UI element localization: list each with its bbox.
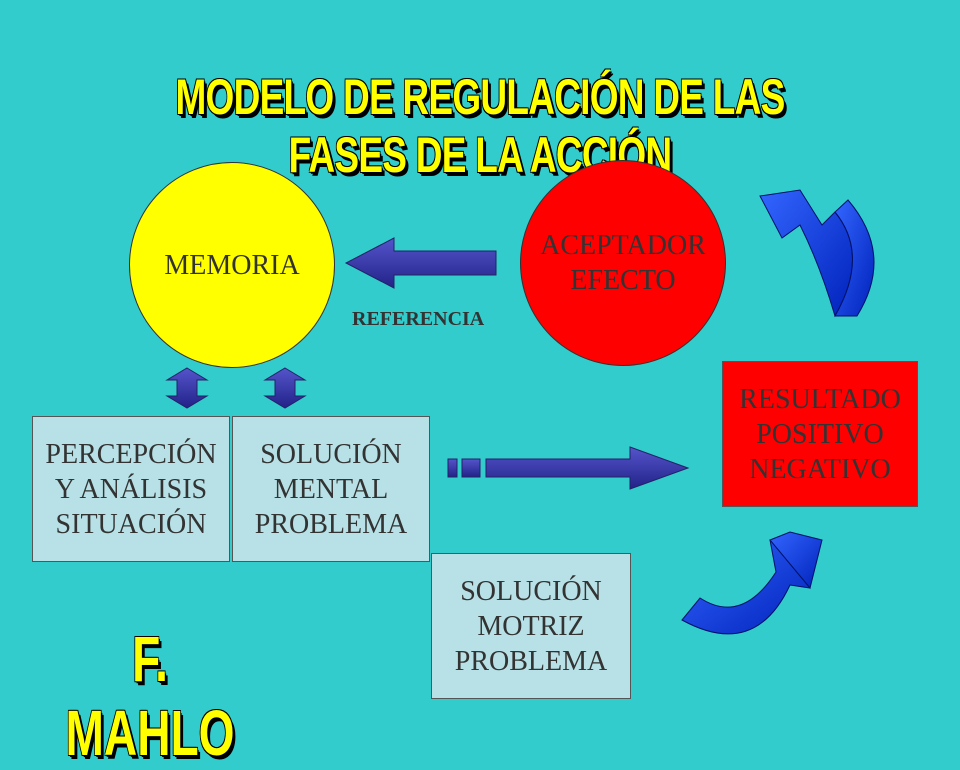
arrow-aceptador-to-memoria <box>344 237 497 289</box>
solucion-motriz-label: SOLUCIÓN MOTRIZ PROBLEMA <box>454 575 608 677</box>
arrow-to-resultado <box>485 446 690 490</box>
arrow-memoria-percepcion <box>165 367 209 409</box>
aceptador-efecto-node: ACEPTADOR EFECTO <box>520 160 726 366</box>
author-label: F. MAHLO <box>65 623 235 769</box>
aceptador-efecto-label: ACEPTADOR EFECTO <box>540 230 706 296</box>
curved-arrow-lower-head <box>769 531 823 590</box>
arrow-dash-1 <box>447 458 458 478</box>
arrow-memoria-mental <box>263 367 307 409</box>
solucion-motriz-node: SOLUCIÓN MOTRIZ PROBLEMA <box>431 553 631 699</box>
memoria-label: MEMORIA <box>164 249 300 281</box>
memoria-node: MEMORIA <box>129 162 335 368</box>
percepcion-label: PERCEPCIÓN Y ANÁLISIS SITUACIÓN <box>45 438 217 540</box>
solucion-mental-label: SOLUCIÓN MENTAL PROBLEMA <box>254 438 408 540</box>
diagram-title: MODELO DE REGULACIÓN DE LAS FASES DE LA … <box>175 69 785 183</box>
curved-arrow-upper-body <box>834 199 875 317</box>
resultado-label: RESULTADO POSITIVO NEGATIVO <box>739 383 901 485</box>
referencia-label: REFERENCIA <box>352 308 485 330</box>
percepcion-node: PERCEPCIÓN Y ANÁLISIS SITUACIÓN <box>32 416 230 562</box>
arrow-dash-2 <box>461 458 481 478</box>
diagram-arrows <box>165 189 875 635</box>
resultado-node: RESULTADO POSITIVO NEGATIVO <box>722 361 918 507</box>
solucion-mental-node: SOLUCIÓN MENTAL PROBLEMA <box>232 416 430 562</box>
